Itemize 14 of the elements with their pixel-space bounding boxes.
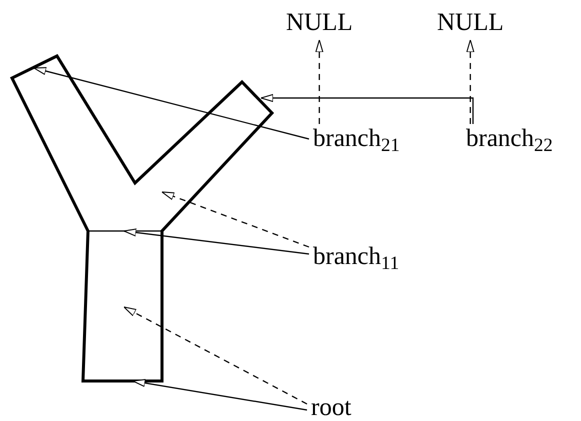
leader-line: [162, 191, 310, 248]
leader-line: [124, 228, 310, 255]
leader-line: [260, 94, 474, 124]
arrow: [466, 40, 474, 124]
arrow: [315, 40, 324, 124]
node-label: branch$_{11}$: [313, 242, 400, 272]
node-label: NULL: [286, 8, 353, 38]
leader-line: [132, 379, 308, 411]
node-label: branch$_{22}$: [466, 124, 553, 154]
leader-line: [34, 67, 310, 140]
node-label: NULL: [437, 8, 504, 38]
node-label: root: [311, 393, 352, 421]
leader-line: [124, 306, 308, 405]
node-label: branch$_{21}$: [313, 124, 400, 154]
